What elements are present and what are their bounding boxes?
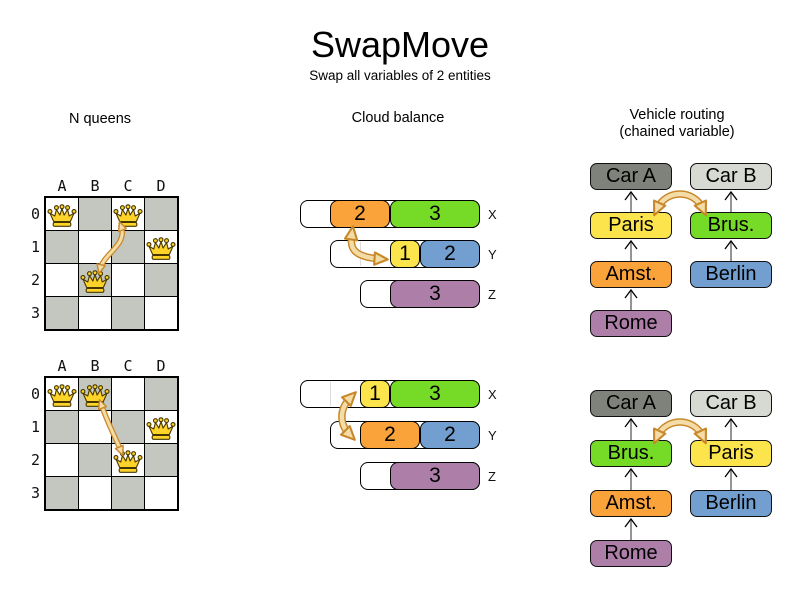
cloud-process-before-X-3: 3 [390,200,480,228]
section-heading-nqueens: N queens [68,111,132,127]
cell-D2 [145,264,177,296]
board-after-col-label-A: A [57,357,67,375]
cloud-process-before-Z-3: 3 [390,280,480,308]
board-before-row-label-1: 1 [30,238,40,256]
vehicle-box-after-paris: Paris [690,440,772,467]
board-after-row-label-2: 2 [30,451,40,469]
cloud-computer-label-after-X: X [488,387,497,402]
vehicle-box-before-amst: Amst. [590,261,672,288]
board-before-row-label-0: 0 [30,205,40,223]
cell-D0 [145,198,177,230]
board-after-row-label-0: 0 [30,385,40,403]
board-after-row-label-1: 1 [30,418,40,436]
board-before-row-label-3: 3 [30,304,40,322]
cloud-unit-separator [330,382,331,406]
cloud-process-after-Y-2: 2 [420,421,480,449]
vehicle-box-before-cara: Car A [590,163,672,190]
board-before-col-label-D: D [156,177,166,195]
cell-A1 [46,231,78,263]
board-after-col-label-C: C [123,357,133,375]
cloud-process-before-Y-2: 2 [420,240,480,268]
board-before-col-label-A: A [57,177,67,195]
cell-D2 [145,444,177,476]
cell-A3 [46,477,78,509]
vehicle-box-before-carb: Car B [690,163,772,190]
page-title: SwapMove [310,24,490,65]
board-before-col-label-C: C [123,177,133,195]
section-heading-vehicle: Vehicle routing (chained variable) [592,107,762,141]
vehicle-box-after-rome: Rome [590,540,672,567]
board-before-row-label-2: 2 [30,271,40,289]
cell-D3 [145,477,177,509]
cell-A2 [46,264,78,296]
cell-A1 [46,411,78,443]
board-before-col-label-B: B [90,177,100,195]
vehicle-box-after-cara: Car A [590,390,672,417]
cell-D3 [145,297,177,329]
cell-A2 [46,444,78,476]
vehicle-heading-line2: (chained variable) [619,124,735,140]
cloud-computer-label-before-X: X [488,207,497,222]
cloud-process-after-X-3: 3 [390,380,480,408]
board-after-row-label-3: 3 [30,484,40,502]
cloud-process-after-Y-2: 2 [360,421,420,449]
vehicle-box-before-paris: Paris [590,212,672,239]
cloud-computer-label-after-Y: Y [488,428,497,443]
vehicle-box-after-carb: Car B [690,390,772,417]
vehicle-box-before-berlin: Berlin [690,261,772,288]
vehicle-box-after-amst: Amst. [590,490,672,517]
page-subtitle: Swap all variables of 2 entities [309,68,491,83]
cloud-process-after-Z-3: 3 [390,462,480,490]
board-after-col-label-B: B [90,357,100,375]
vehicle-heading-line1: Vehicle routing [629,107,725,123]
cell-D0 [145,378,177,410]
vehicle-box-after-berlin: Berlin [690,490,772,517]
cell-C3 [112,297,144,329]
cell-B3 [79,297,111,329]
vehicle-box-before-brus: Brus. [690,212,772,239]
cell-B3 [79,477,111,509]
section-heading-cloud: Cloud balance [351,110,445,126]
cloud-computer-label-after-Z: Z [488,469,496,484]
cell-A3 [46,297,78,329]
cloud-computer-label-before-Y: Y [488,247,497,262]
vehicle-box-before-rome: Rome [590,310,672,337]
cloud-process-after-X-1: 1 [360,380,390,408]
cloud-process-before-Y-1: 1 [390,240,420,268]
cell-C3 [112,477,144,509]
board-after-col-label-D: D [156,357,166,375]
vehicle-box-after-brus: Brus. [590,440,672,467]
cloud-computer-label-before-Z: Z [488,287,496,302]
